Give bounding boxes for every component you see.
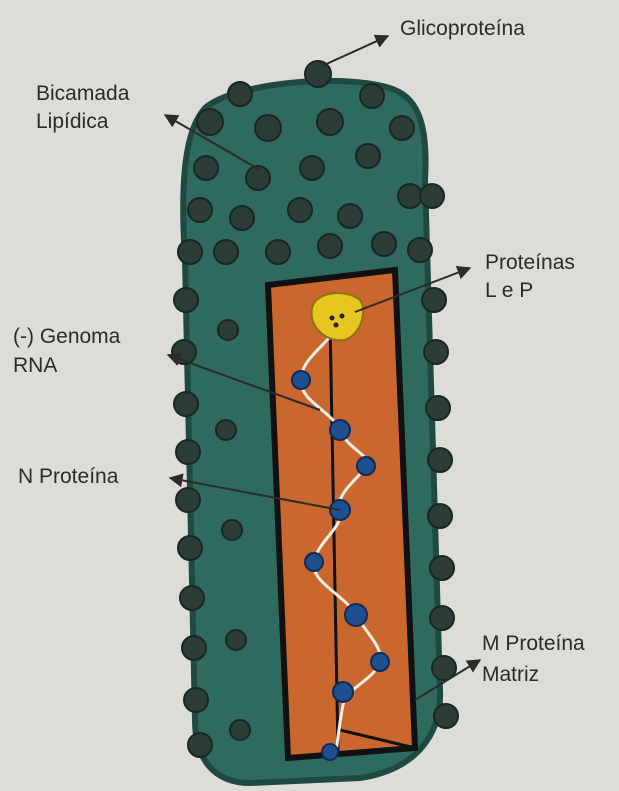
l-p-protein-spot [340,314,345,319]
glycoprotein-spike [176,440,200,464]
n-protein-bead [305,553,323,571]
glycoprotein-spike [430,606,454,630]
lipid-bilayer-label-line-1: Bicamada [36,80,129,107]
glycoprotein-spike [317,109,343,135]
glycoprotein-spike [197,109,223,135]
l-p-protein-label-line-1: Proteínas [485,249,575,276]
glycoprotein-label: Glicoproteína [400,15,525,42]
l-p-protein-spot [334,323,339,328]
glycoprotein-spike [305,61,331,87]
glycoprotein-spike [430,556,454,580]
glycoprotein-spike [194,156,218,180]
glycoprotein-spike [338,204,362,228]
glycoprotein-spike [255,115,281,141]
glycoprotein-spike [266,240,290,264]
glycoprotein-spike [356,144,380,168]
glycoprotein-spike [424,340,448,364]
n-protein-bead [330,420,350,440]
glycoprotein-spike [426,396,450,420]
n-protein-label: N Proteína [18,463,118,490]
n-protein-bead [333,682,353,702]
glycoprotein-spike [184,688,208,712]
glycoprotein-spike [180,586,204,610]
glycoprotein-spike [222,520,242,540]
n-protein-bead [322,744,338,760]
glycoprotein-spike [288,198,312,222]
glycoprotein-spike [398,184,422,208]
glycoprotein-spike [182,636,206,660]
glycoprotein-spike [300,156,324,180]
glycoprotein-spike [428,504,452,528]
n-protein-bead [345,604,367,626]
l-p-protein-label-line-2: L e P [485,277,533,304]
glycoprotein-spike [428,448,452,472]
glycoprotein-spike [216,420,236,440]
n-protein-bead [371,653,389,671]
glycoprotein-spike [390,116,414,140]
glycoprotein-spike [176,488,200,512]
m-protein-label-line-2: Matriz [482,661,539,688]
n-protein-bead [292,371,310,389]
genome-label-line-1: (-) Genoma [13,323,120,350]
glycoprotein-spike [178,536,202,560]
l-p-protein-spot [330,316,335,321]
glycoprotein-spike [214,240,238,264]
glycoprotein-spike [178,240,202,264]
n-protein-bead [357,457,375,475]
glycoprotein-spike [420,184,444,208]
glycoprotein-spike [188,198,212,222]
glycoprotein-spike [226,630,246,650]
glycoprotein-spike [174,392,198,416]
glycoprotein-spike [422,288,446,312]
glycoprotein-spike [228,82,252,106]
glycoprotein-spike [218,320,238,340]
m-protein-label-line-1: M Proteína [482,630,585,657]
glycoprotein-spike [408,238,432,262]
glycoprotein-spike [230,206,254,230]
lipid-bilayer-label-line-2: Lipídica [36,108,108,135]
glycoprotein-spike [318,234,342,258]
glycoprotein-spike [188,733,212,757]
glycoprotein-spike [174,288,198,312]
genome-label-line-2: RNA [13,352,57,379]
glycoprotein-arrow [322,36,388,66]
glycoprotein-spike [372,232,396,256]
glycoprotein-spike [360,84,384,108]
glycoprotein-spike [230,720,250,740]
glycoprotein-spike [434,704,458,728]
